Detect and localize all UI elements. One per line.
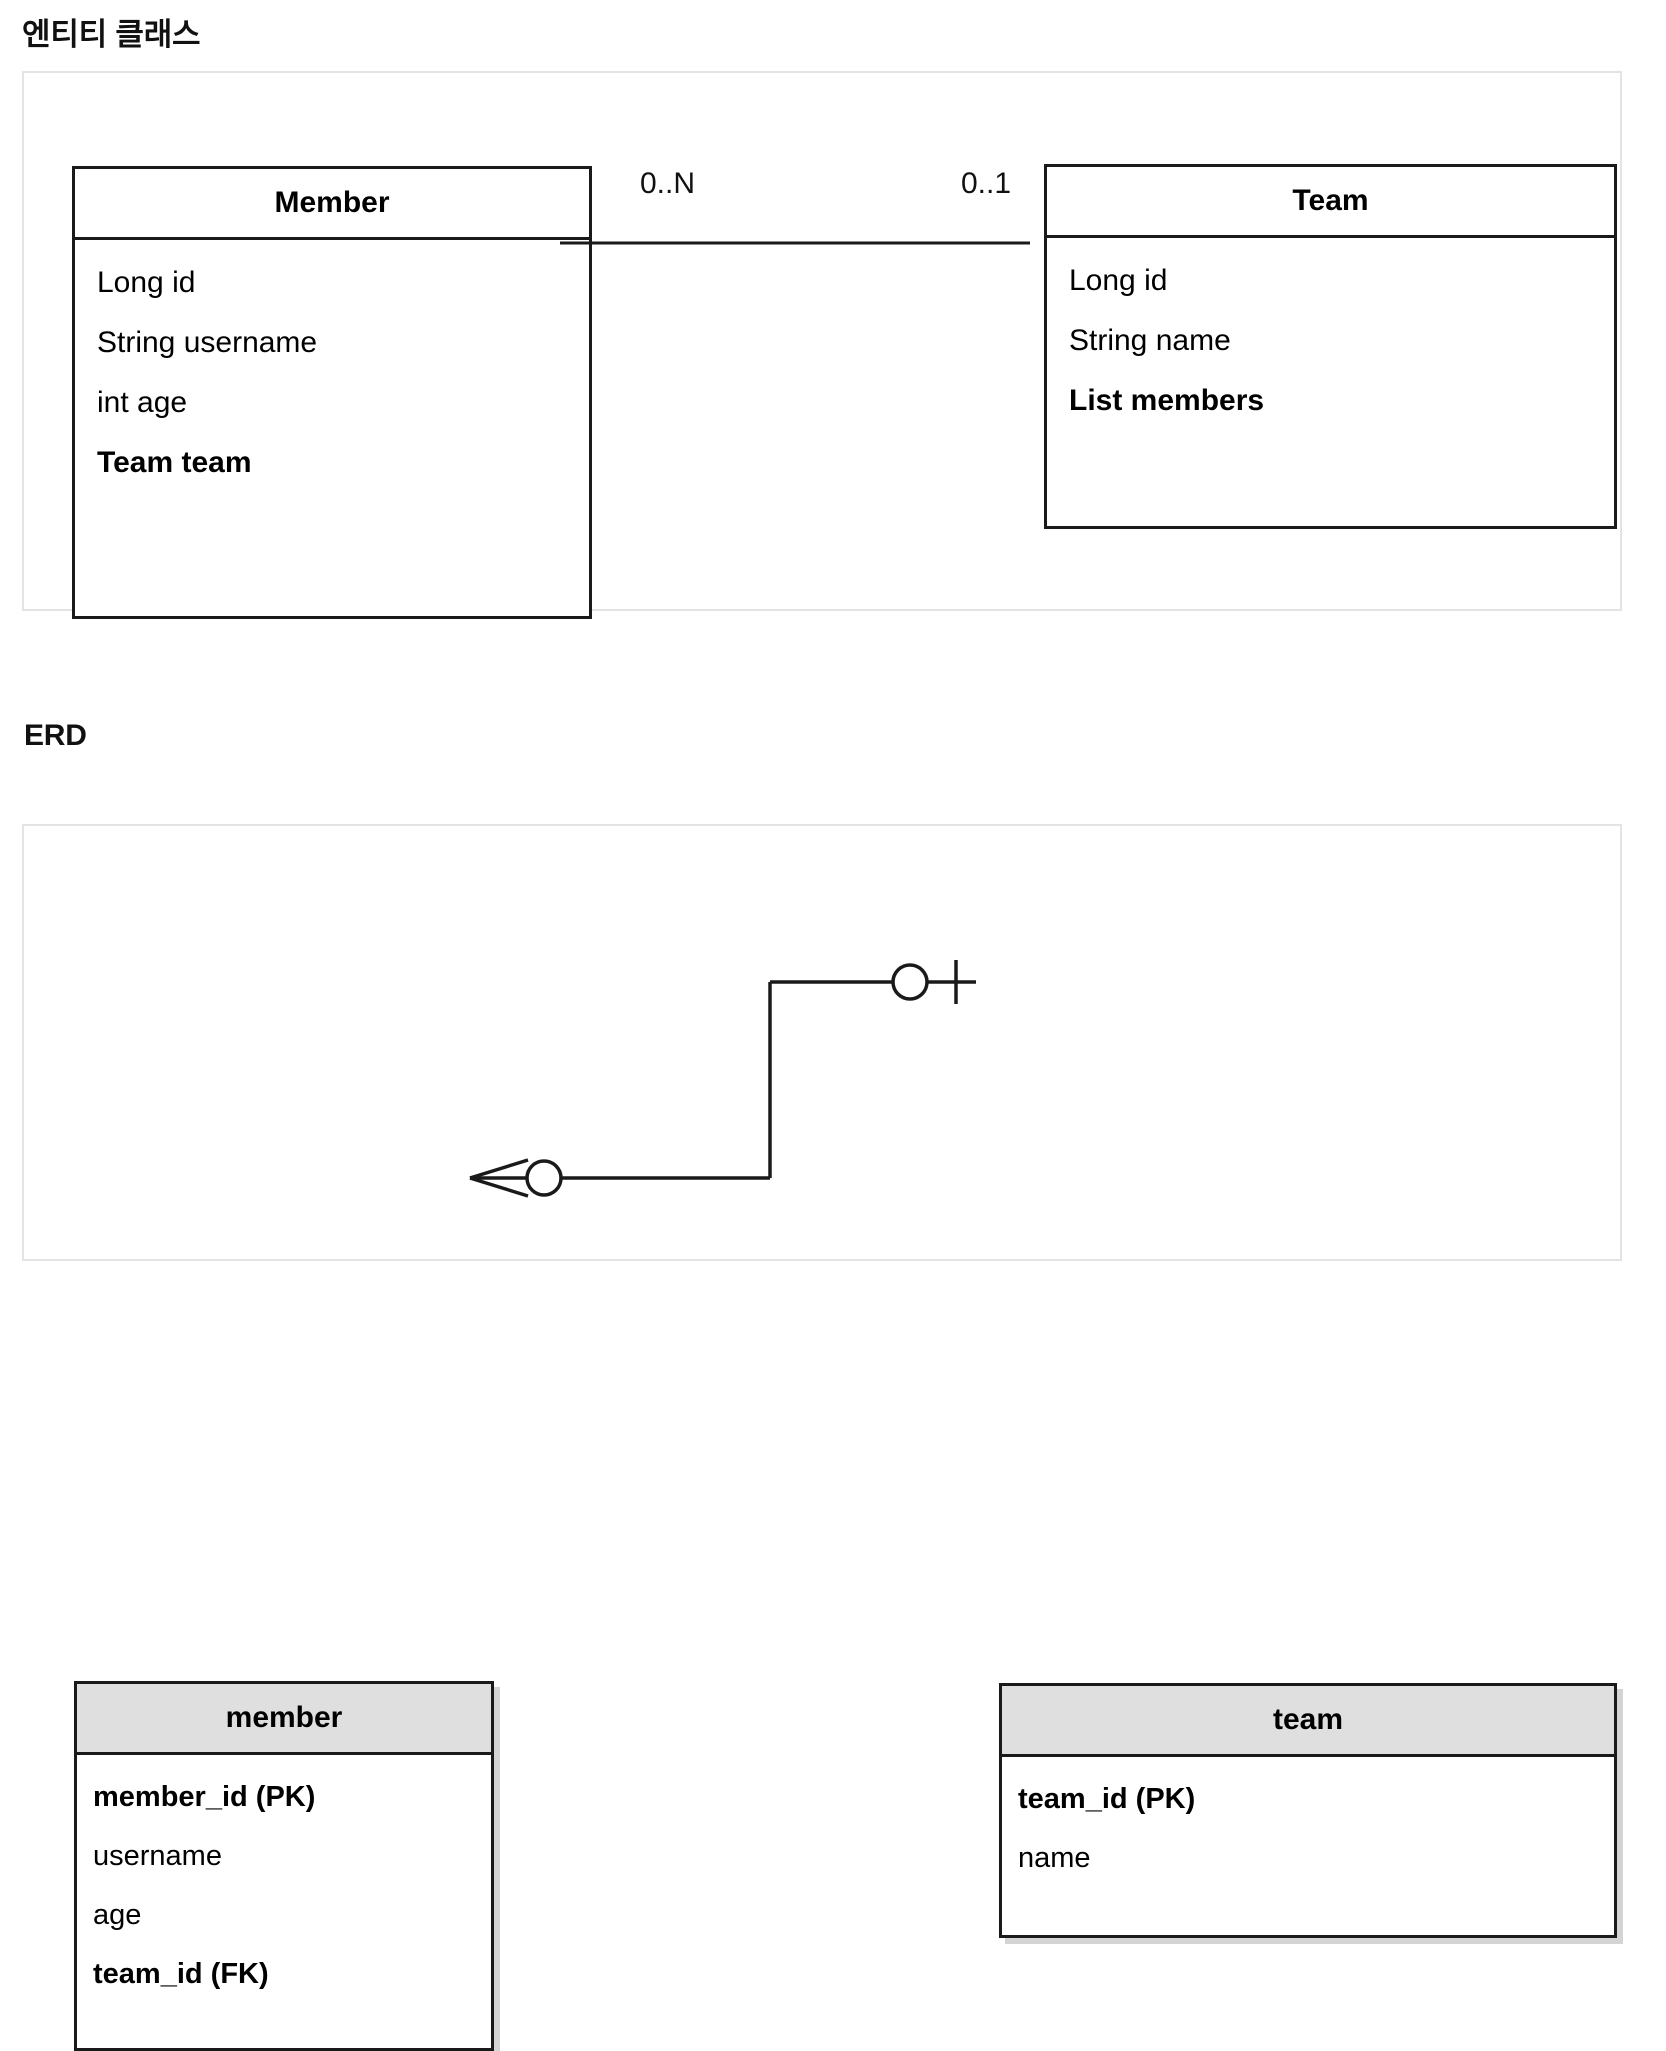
erd-table-team-columns: team_id (PK) name [1002, 1757, 1614, 1897]
uml-class-member-name: Member [75, 169, 589, 240]
erd-column: team_id (FK) [93, 1958, 269, 1990]
erd-table-member-columns: member_id (PK) username age team_id (FK) [77, 1755, 491, 2013]
erd-column: member_id (PK) [93, 1781, 316, 1813]
erd-column: username [93, 1840, 222, 1872]
page-title-entity-class: 엔티티 클래스 [22, 17, 201, 52]
uml-attribute: List members [1069, 384, 1265, 417]
uml-class-member[interactable]: Member Long id String username int age T… [72, 166, 592, 619]
uml-attribute: String username [97, 326, 318, 359]
uml-class-team[interactable]: Team Long id String name List members [1044, 164, 1617, 529]
uml-attribute: Team team [97, 446, 252, 479]
uml-multiplicity-source: 0..N [640, 167, 696, 200]
entity-class-diagram-panel: Member Long id String username int age T… [22, 71, 1622, 619]
erd-relationship-connector [469, 960, 976, 1198]
uml-association-line [560, 241, 1030, 245]
erd-column: name [1018, 1842, 1091, 1874]
erd-table-team-name: team [1002, 1686, 1614, 1757]
erd-table-team[interactable]: team team_id (PK) name [999, 1683, 1617, 1938]
erd-table-member[interactable]: member member_id (PK) username age team_… [74, 1681, 494, 2051]
uml-attribute: Long id [97, 266, 196, 299]
page-title-erd: ERD [24, 719, 87, 752]
uml-attribute: int age [97, 386, 188, 419]
erd-column: team_id (PK) [1018, 1783, 1196, 1815]
uml-class-team-name: Team [1047, 167, 1614, 238]
uml-class-member-attributes: Long id String username int age Team tea… [75, 240, 589, 504]
uml-attribute: Long id [1069, 264, 1168, 297]
uml-attribute: String name [1069, 324, 1231, 357]
uml-class-team-attributes: Long id String name List members [1047, 238, 1614, 442]
uml-multiplicity-target: 0..1 [961, 167, 1012, 200]
erd-column: age [93, 1899, 142, 1931]
erd-table-member-name: member [77, 1684, 491, 1755]
